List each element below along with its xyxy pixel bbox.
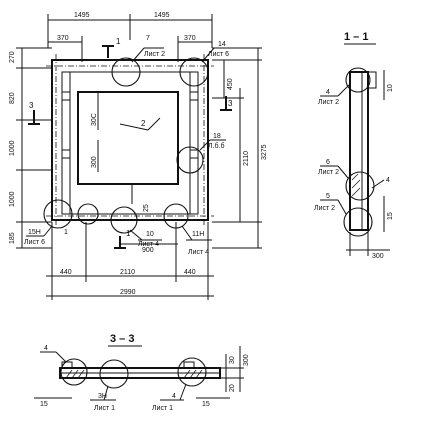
callout-11n-num: 11Н	[192, 231, 204, 238]
section-mark-1-bottom: 1	[126, 229, 131, 238]
callout-14-sheet: Лист 6	[208, 51, 229, 58]
s33-dim-20: 20	[229, 384, 236, 392]
s11-callout-3-sheet: Лист 2	[314, 205, 335, 212]
position-2-label: 2	[141, 119, 146, 128]
bottom-dim-2990: 2990	[120, 289, 136, 296]
top-dim-right: 1495	[154, 12, 170, 19]
left-dim-3: 1000	[9, 140, 16, 156]
s33-dim-300: 300	[243, 354, 250, 366]
section-3-3-title: 3 – 3	[110, 333, 134, 345]
bottom-dim-2110: 2110	[120, 269, 135, 276]
s33-callout-2-sheet: Лист 1	[94, 405, 115, 412]
left-dim-4: 1000	[9, 191, 16, 207]
callout-18-num: 18	[213, 133, 221, 140]
section-1-1: 1 – 1 10 15 300 4 Лист 2 6 Лист 2 5	[314, 31, 394, 260]
callout-15n-num: 15Н	[28, 229, 41, 236]
s11-dim-300: 300	[372, 253, 384, 260]
callout-7-sheet: Лист 2	[144, 51, 165, 58]
s11-dim-10: 10	[387, 84, 394, 92]
callout-14-num: 14	[218, 41, 226, 48]
bottom-dim-440-right: 440	[184, 269, 196, 276]
s11-callout-2-sheet: Лист 2	[318, 169, 339, 176]
s33-callout-1-num: 4	[44, 345, 48, 352]
inner-dim-300: 300	[91, 156, 98, 168]
callout-7-num: 7	[146, 35, 150, 42]
s33-callout-3-sheet: Лист 1	[152, 405, 173, 412]
section-1-1-title: 1 – 1	[344, 31, 368, 43]
top-offset-right: 370	[184, 35, 196, 42]
s11-callout-1-num: 4	[326, 89, 330, 96]
s11-callout-4-num: 4	[386, 177, 390, 184]
callout-18-sheet: Л.б.б	[208, 142, 225, 150]
left-dim-2: 820	[9, 92, 16, 104]
s33-dim-15-right: 15	[202, 401, 210, 408]
section-3-3: 3 – 3 30 20 300 15 15 4	[34, 333, 250, 412]
callout-10-num: 10	[146, 231, 154, 238]
plan-view: 1495 1495 370 370 270 820 1000 1000 185 …	[9, 12, 268, 300]
right-dim-3: 3275	[261, 144, 268, 160]
s33-dim-30: 30	[229, 356, 236, 364]
inner-dim-25: 25	[143, 204, 150, 212]
s11-callout-2-num: 6	[326, 159, 330, 166]
callout-1-num: 1	[64, 229, 68, 236]
right-dim-2: 2110	[243, 151, 250, 166]
s33-dim-15-left: 15	[40, 401, 48, 408]
s33-callout-3-num: 4	[172, 393, 176, 400]
s11-callout-1-sheet: Лист 2	[318, 99, 339, 106]
right-dim-1: 450	[227, 78, 234, 90]
callout-10-sheet: Лист 4	[138, 241, 159, 248]
left-dim-1: 270	[9, 51, 16, 63]
bottom-dim-440-left: 440	[60, 269, 72, 276]
s33-callout-2-num: 3Н	[98, 393, 107, 400]
left-dim-5: 185	[9, 232, 16, 244]
callout-11n-sheet: Лист 4	[188, 249, 209, 256]
top-offset-left: 370	[57, 35, 69, 42]
section-mark-3-right: 3	[228, 99, 233, 108]
inner-dim-900: 900	[142, 247, 154, 254]
inner-dim-30c: 30C	[91, 113, 98, 126]
s11-callout-3-num: 5	[326, 193, 330, 200]
callout-15n-sheet: Лист 6	[24, 239, 45, 246]
section-mark-3-left: 3	[29, 101, 34, 110]
top-dim-left: 1495	[74, 12, 90, 19]
s11-dim-15: 15	[387, 212, 394, 220]
section-mark-1-top: 1	[116, 37, 121, 46]
